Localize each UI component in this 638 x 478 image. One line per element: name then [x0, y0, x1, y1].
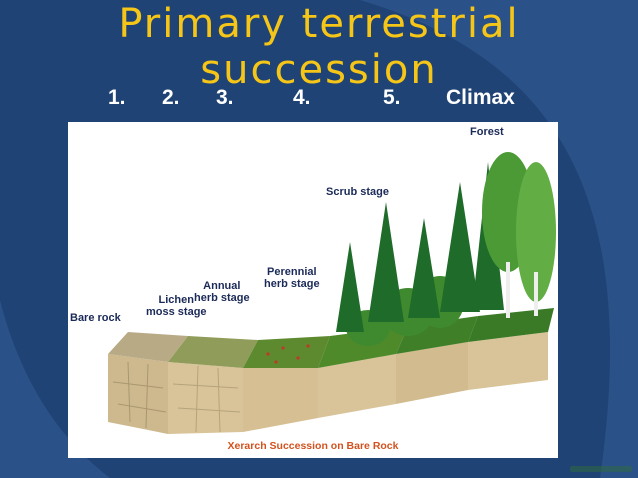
label-perennial-line1: Perennial	[267, 266, 317, 278]
label-annual-line2: herb stage	[194, 292, 250, 304]
label-forest: Forest	[470, 126, 504, 138]
slide-title-line2: succession	[200, 47, 438, 93]
soil-blocks	[108, 332, 548, 434]
succession-steps: 1. 2. 3. 4. 5. Climax	[0, 86, 638, 116]
step-3: 3.	[216, 86, 234, 109]
label-lichen-line2: moss stage	[146, 306, 207, 318]
diagram-caption: Xerarch Succession on Bare Rock	[227, 440, 399, 452]
watermark-mark	[570, 466, 632, 472]
label-perennial-herb: Perennial herb stage	[264, 266, 320, 290]
slide-title-line1: Primary terrestrial	[118, 1, 520, 47]
label-bare-rock: Bare rock	[70, 312, 121, 324]
step-4: 4.	[293, 86, 311, 109]
step-2: 2.	[162, 86, 180, 109]
succession-diagram: Bare rock Lichen moss stage Annual herb …	[68, 122, 558, 458]
forest-trees	[482, 152, 556, 318]
label-lichen-line1: Lichen	[158, 294, 194, 306]
label-scrub: Scrub stage	[326, 186, 389, 198]
label-lichen-moss: Lichen moss stage	[146, 294, 207, 318]
label-annual-herb: Annual herb stage	[194, 280, 250, 304]
step-climax: Climax	[446, 86, 515, 109]
label-perennial-line2: herb stage	[264, 278, 320, 290]
step-1: 1.	[108, 86, 126, 109]
label-annual-line1: Annual	[203, 280, 241, 292]
step-5: 5.	[383, 86, 401, 109]
succession-illustration	[108, 152, 556, 434]
